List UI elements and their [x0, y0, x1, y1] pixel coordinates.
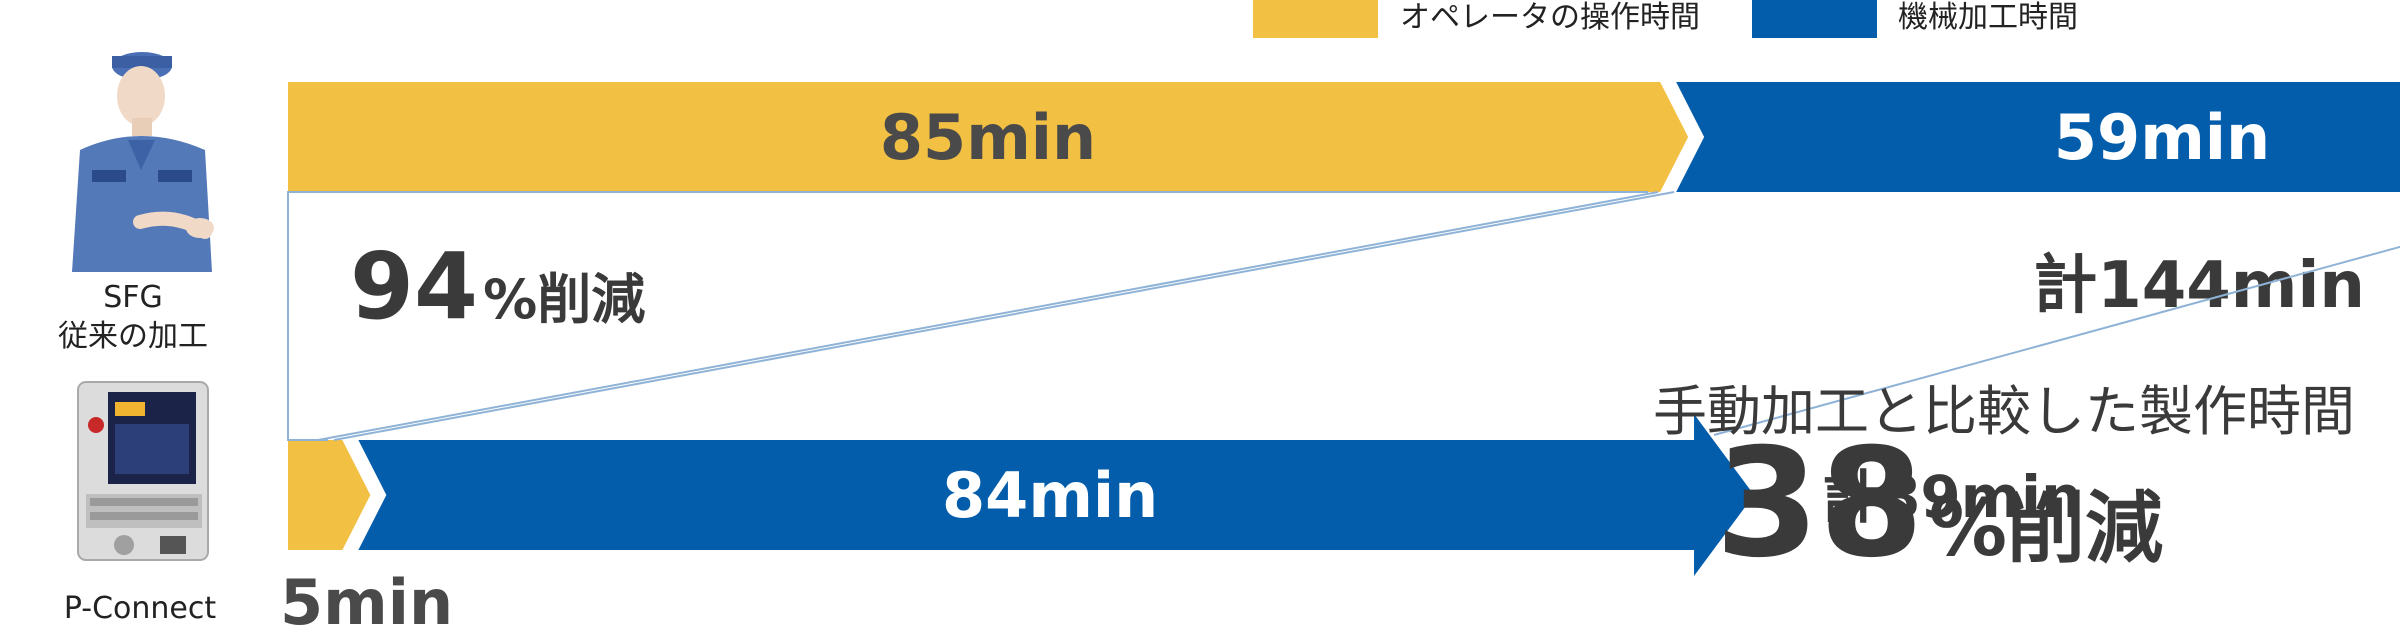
operator-guide-line-1 — [317, 191, 1659, 441]
total-label-2: 計89min — [1822, 463, 2082, 531]
bar-label-operator-1: 85min — [880, 101, 1096, 174]
worker-icon — [72, 52, 214, 272]
overall-reduction-suffix: %削減 — [1929, 484, 2163, 574]
bar-operator-2 — [288, 440, 371, 550]
operator-reduction-suffix: %削減 — [483, 268, 645, 331]
operator-guide-line-2 — [333, 191, 1675, 441]
bar-operator-1 — [288, 82, 1689, 192]
overall-reduction-number: 38 — [1715, 417, 1924, 591]
sfg-label-line1: SFG — [103, 280, 163, 315]
sfg-label-line2: 従来の加工 — [58, 319, 208, 354]
total-label-1: 計144min — [2033, 249, 2365, 323]
bar-machine-1 — [1676, 82, 2400, 192]
operator-reduction-annotation: 94 %削減 — [350, 233, 645, 340]
operator-reduction-number: 94 — [350, 233, 478, 340]
bar-label-machine-1: 59min — [2054, 101, 2270, 174]
overall-caption: 手動加工と比較した製作時間 — [1653, 380, 2355, 443]
legend-label-machine: 機械加工時間 — [1898, 0, 2078, 35]
legend-swatch-machine — [1752, 0, 1877, 38]
total-guide-line — [1713, 245, 2400, 436]
legend-label-operator: オペレータの操作時間 — [1400, 0, 1700, 35]
operator-bracket-line — [287, 191, 1649, 441]
legend-swatch-operator — [1253, 0, 1378, 38]
overall-reduction-annotation: 38 %削減 — [1715, 417, 2163, 591]
bar-label-machine-2: 84min — [942, 459, 1158, 532]
bar-machine-2 — [358, 414, 1755, 576]
machine-icon — [77, 381, 209, 561]
bar-label-operator-2: 5min — [280, 566, 453, 634]
pconnect-label: P-Connect — [64, 591, 217, 626]
chart-marks: 85min 59min 計144min 5min 84min 計89min — [280, 82, 2400, 634]
